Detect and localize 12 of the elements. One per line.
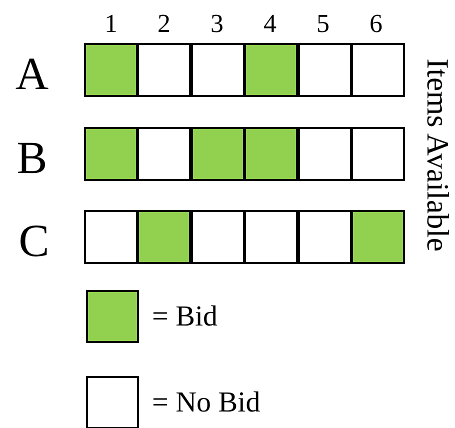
row-letter: A	[15, 51, 49, 97]
axis-title: Items Available	[422, 58, 454, 252]
column-number: 1	[104, 11, 118, 37]
legend-label: = No Bid	[152, 388, 260, 418]
column-number: 3	[210, 11, 224, 37]
row-letter: C	[18, 218, 50, 264]
column-number: 5	[316, 11, 330, 37]
column-number: 6	[370, 11, 382, 37]
column-number: 2	[158, 11, 170, 37]
row-letter: B	[16, 135, 48, 181]
legend-label: = Bid	[152, 302, 218, 332]
column-number: 4	[264, 11, 276, 37]
